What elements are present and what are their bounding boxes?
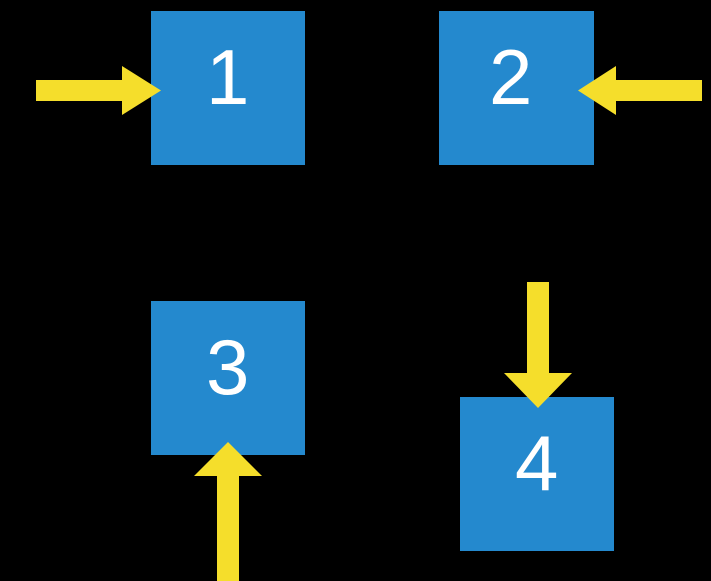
node-box-3[interactable] [151, 301, 305, 455]
node-label-1: 1 [206, 33, 250, 121]
node-box-1[interactable] [151, 11, 305, 165]
arrow-right-into-node-1 [36, 66, 161, 115]
node-box-4[interactable] [460, 397, 614, 551]
arrow-up-into-node-3 [194, 442, 262, 581]
arrow-left-into-node-2 [578, 66, 702, 115]
node-box-2[interactable] [439, 11, 594, 165]
node-label-4: 4 [515, 419, 559, 507]
node-label-2: 2 [489, 33, 533, 121]
node-label-3: 3 [206, 323, 250, 411]
arrow-down-into-node-4 [504, 282, 572, 408]
